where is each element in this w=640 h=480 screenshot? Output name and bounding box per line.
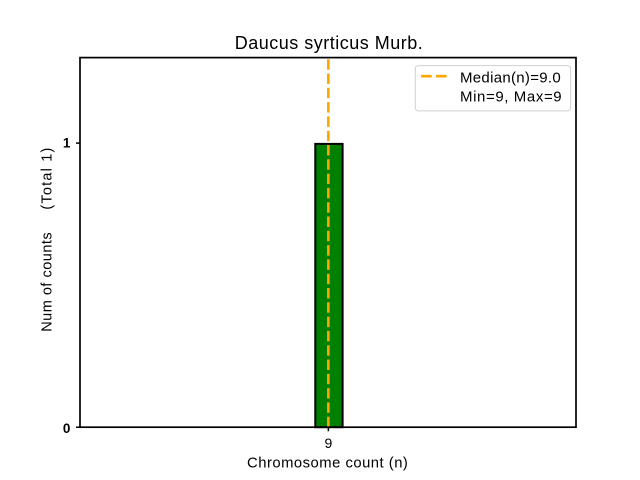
- svg-text:(Total 1): (Total 1): [40, 146, 56, 209]
- svg-text:Num of counts: Num of counts: [40, 232, 56, 332]
- svg-text:Min=9, Max=9: Min=9, Max=9: [460, 89, 562, 106]
- svg-text:1: 1: [63, 136, 71, 151]
- svg-text:Daucus syrticus Murb.: Daucus syrticus Murb.: [235, 33, 424, 53]
- svg-text:9: 9: [324, 435, 332, 451]
- svg-text:Median(n)=9.0: Median(n)=9.0: [460, 69, 561, 86]
- svg-text:0: 0: [63, 421, 71, 436]
- svg-text:Chromosome count (n): Chromosome count (n): [247, 456, 408, 472]
